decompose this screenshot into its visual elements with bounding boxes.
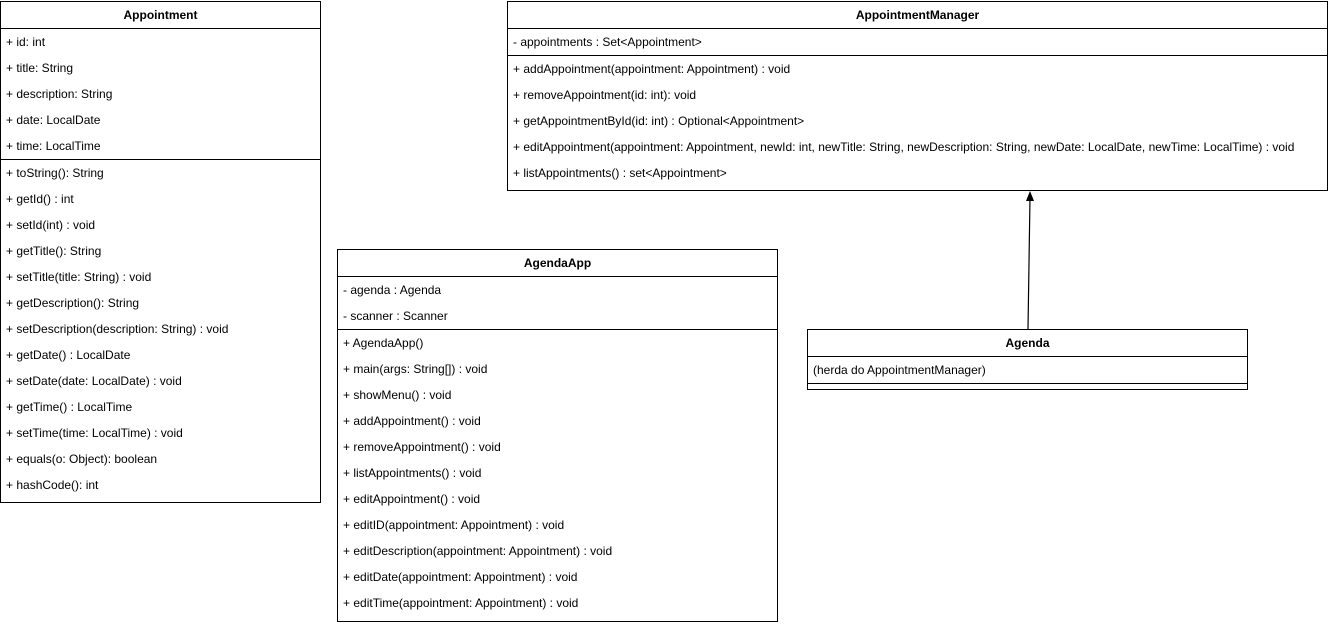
method-row: + addAppointment(appointment: Appointmen… bbox=[513, 62, 791, 76]
method-row: + main(args: String[]) : void bbox=[343, 362, 488, 376]
attributes-section: + id: int + title: String + description: S… bbox=[1, 29, 320, 160]
method-row: + getDescription(): String bbox=[6, 296, 140, 310]
method-row: + editID(appointment: Appointment) : voi… bbox=[343, 518, 565, 532]
method-row: + editAppointment() : void bbox=[343, 492, 481, 506]
method-row: + toString(): String bbox=[6, 166, 104, 180]
method-row: + removeAppointment() : void bbox=[343, 440, 501, 454]
attributes-section: (herda do AppointmentManager) bbox=[808, 357, 1247, 384]
methods-section: + AgendaApp() + main(args: String[]) : vo… bbox=[338, 330, 777, 616]
method-row: + getId() : int bbox=[6, 192, 74, 206]
method-row: + addAppointment() : void bbox=[343, 414, 481, 428]
attribute-row: (herda do AppointmentManager) bbox=[813, 363, 986, 377]
method-row: + editTime(appointment: Appointment) : v… bbox=[343, 596, 579, 610]
method-row: + getTime() : LocalTime bbox=[6, 400, 133, 414]
methods-section bbox=[808, 384, 1247, 390]
method-row: + removeAppointment(id: int): void bbox=[513, 88, 697, 102]
attributes-section: - agenda : Agenda - scanner : Scanner bbox=[338, 277, 777, 330]
class-title: AppointmentManager bbox=[508, 2, 1327, 29]
method-row: + editAppointment(appointment: Appointme… bbox=[513, 140, 1295, 154]
attribute-row: - agenda : Agenda bbox=[343, 283, 442, 297]
method-row: + listAppointments() : set<Appointment> bbox=[513, 166, 727, 180]
method-row: + setDescription(description: String) : … bbox=[6, 322, 229, 336]
class-title: AgendaApp bbox=[338, 250, 777, 277]
attribute-row: + time: LocalTime bbox=[6, 139, 101, 153]
method-row: + AgendaApp() bbox=[343, 336, 424, 350]
class-title: Appointment bbox=[1, 2, 320, 29]
method-row: + setTitle(title: String) : void bbox=[6, 270, 152, 284]
method-row: + getTitle(): String bbox=[6, 244, 102, 258]
attribute-row: - appointments : Set<Appointment> bbox=[513, 35, 702, 49]
methods-section: + toString(): String + getId() : int + set… bbox=[1, 160, 320, 498]
class-appointment-manager[interactable]: AppointmentManager - appointments : Set<… bbox=[507, 1, 1328, 191]
attribute-row: - scanner : Scanner bbox=[343, 309, 448, 323]
class-agenda-app[interactable]: AgendaApp - agenda : Agenda - scanner : S… bbox=[337, 249, 778, 622]
class-title: Agenda bbox=[808, 330, 1247, 357]
class-appointment[interactable]: Appointment + id: int + title: String + de… bbox=[0, 1, 321, 503]
method-row: + setId(int) : void bbox=[6, 218, 96, 232]
method-row: + equals(o: Object): boolean bbox=[6, 452, 158, 466]
method-row: + hashCode(): int bbox=[6, 478, 99, 492]
method-row: + getDate() : LocalDate bbox=[6, 348, 131, 362]
method-row: + setTime(time: LocalTime) : void bbox=[6, 426, 183, 440]
method-row: + editDescription(appointment: Appointme… bbox=[343, 544, 613, 558]
attribute-row: + id: int bbox=[6, 35, 46, 49]
attribute-row: + date: LocalDate bbox=[6, 113, 101, 127]
attribute-row: + title: String bbox=[6, 61, 74, 75]
method-row: + showMenu() : void bbox=[343, 388, 452, 402]
method-row: + listAppointments() : void bbox=[343, 466, 482, 480]
method-row: + setDate(date: LocalDate) : void bbox=[6, 374, 182, 388]
class-agenda[interactable]: Agenda (herda do AppointmentManager) bbox=[807, 329, 1248, 390]
attribute-row: + description: String bbox=[6, 87, 113, 101]
attributes-section: - appointments : Set<Appointment> bbox=[508, 29, 1327, 56]
method-row: + editDate(appointment: Appointment) : v… bbox=[343, 570, 578, 584]
method-row: + getAppointmentById(id: int) : Optional… bbox=[513, 114, 805, 128]
methods-section: + addAppointment(appointment: Appointmen… bbox=[508, 56, 1327, 186]
